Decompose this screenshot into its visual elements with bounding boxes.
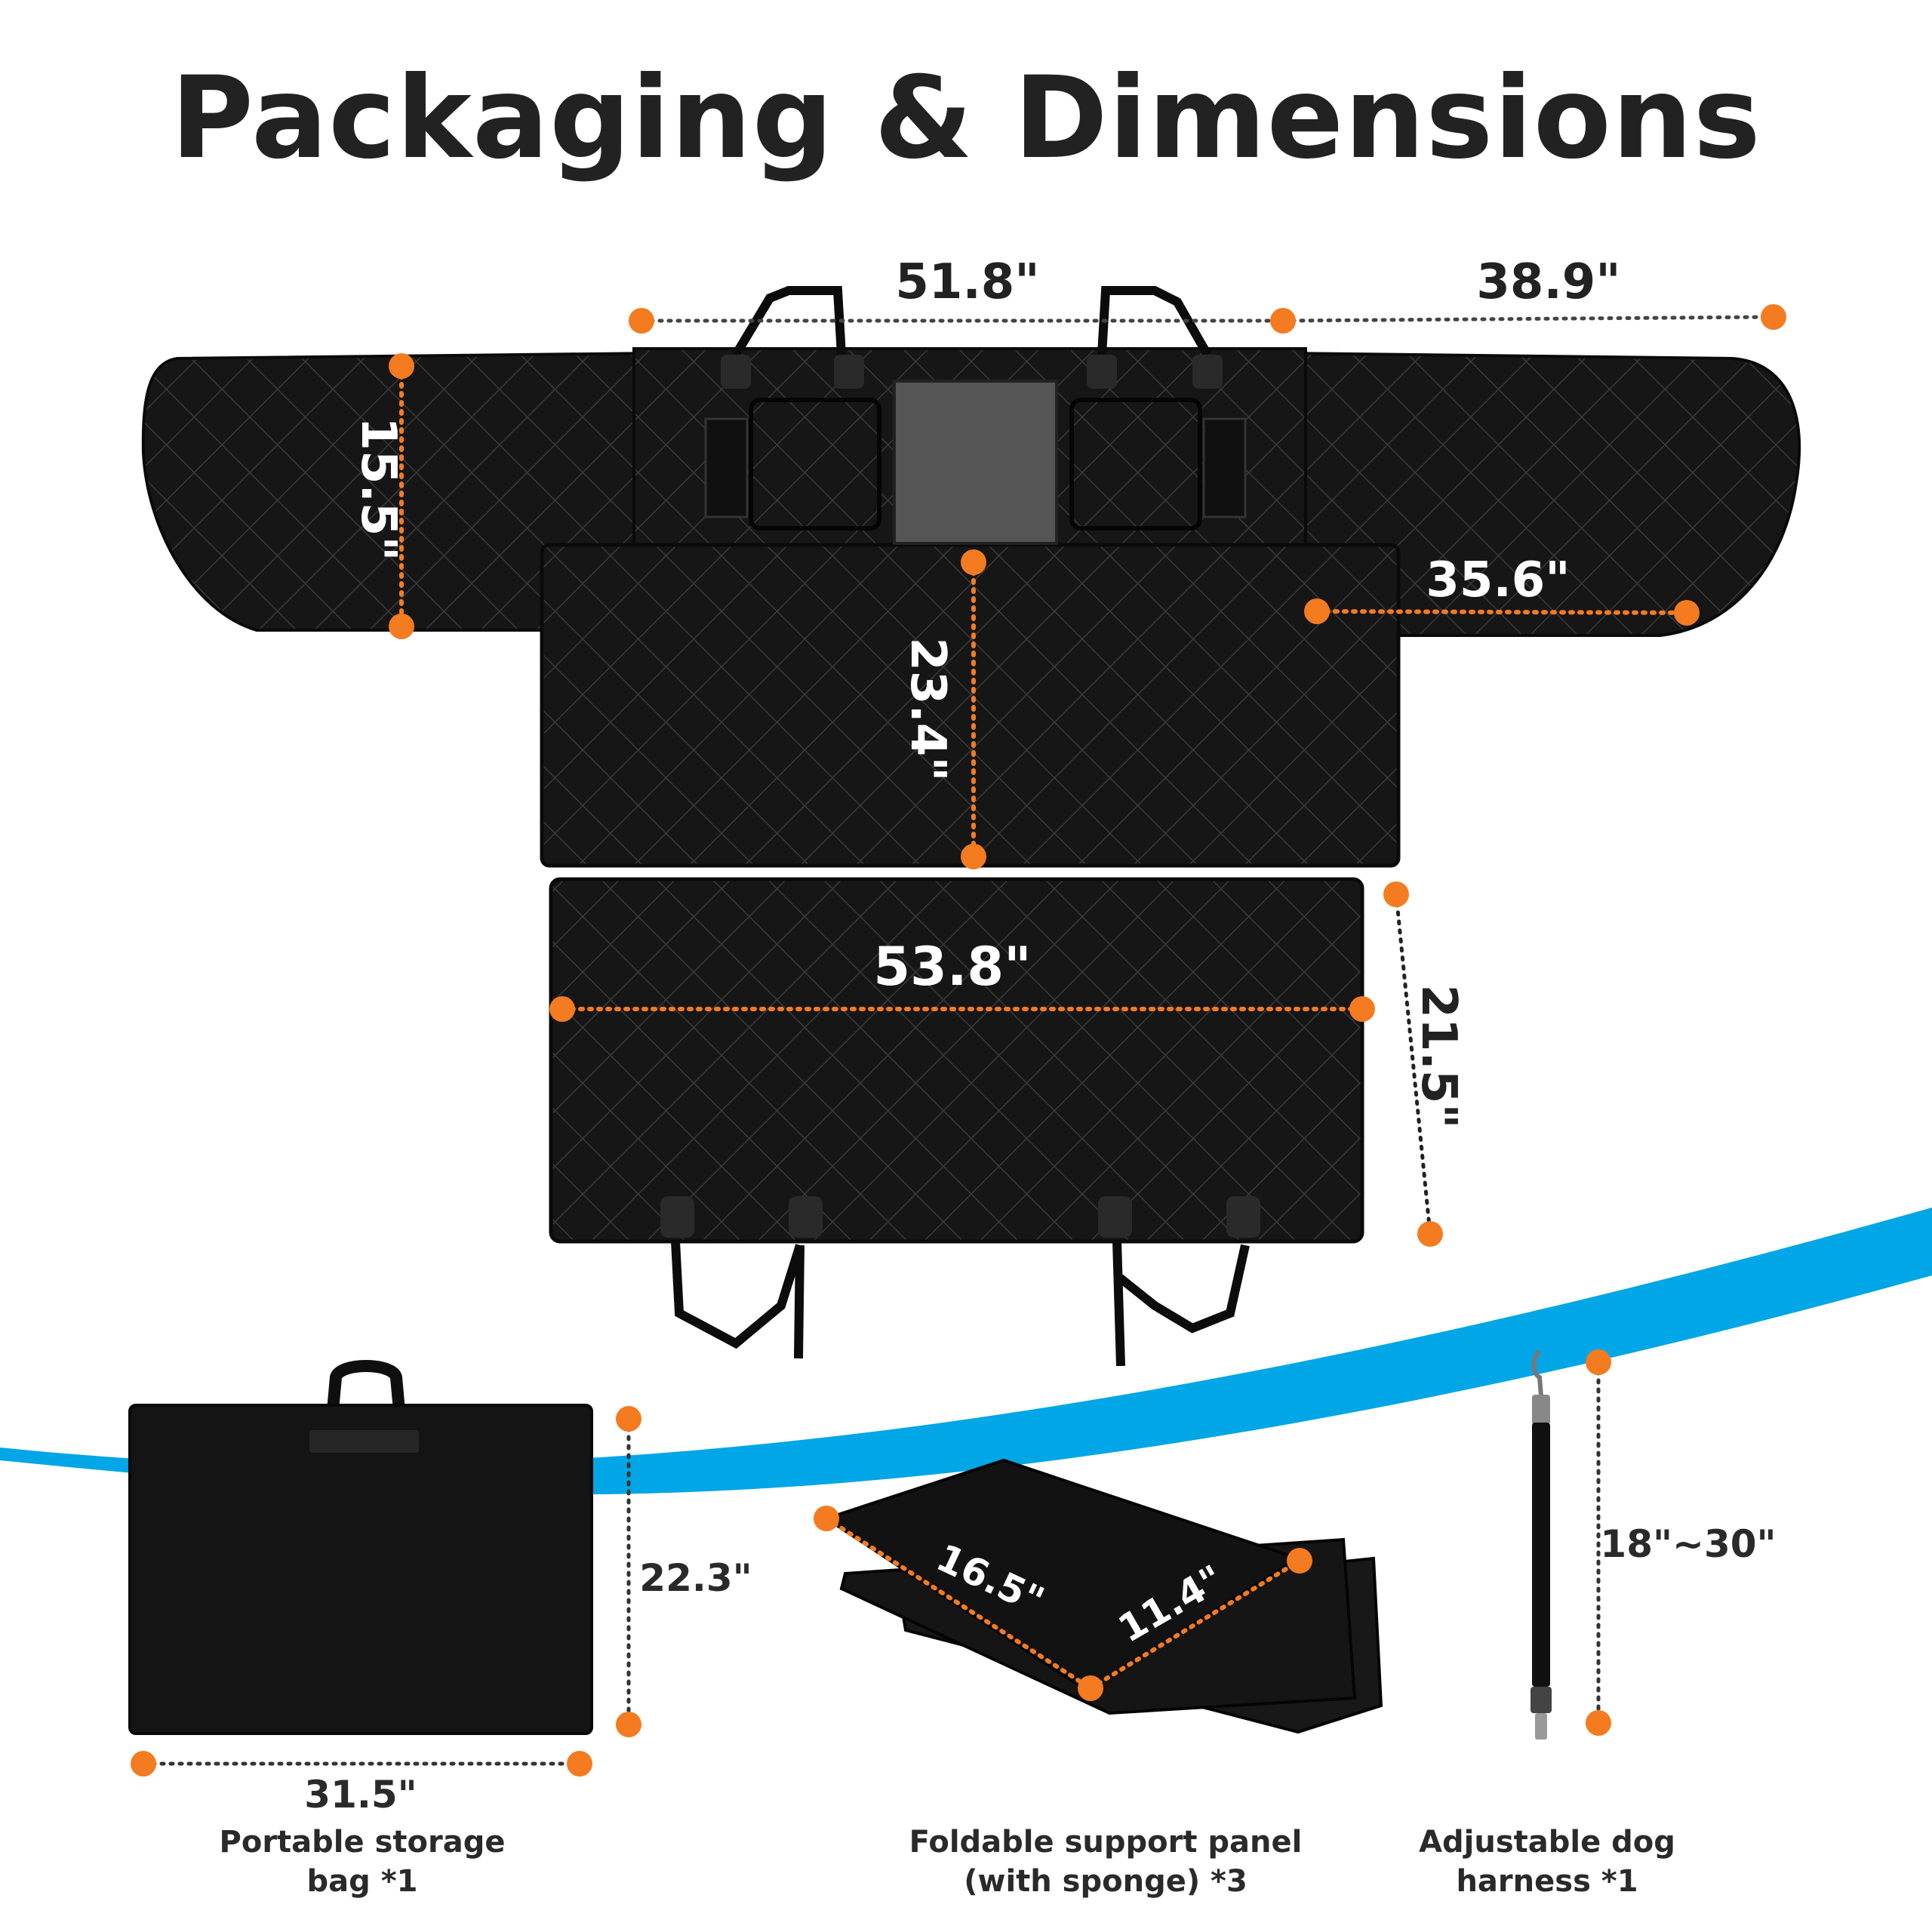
top-right-strap: [1097, 286, 1212, 357]
right-pocket: [1069, 398, 1202, 531]
dimension-dot: [1761, 304, 1786, 330]
dimension-dot: [549, 996, 575, 1022]
storage-bag: [128, 1360, 593, 1735]
caption-line: Foldable support panel: [909, 1825, 1303, 1860]
dimension-dot: [616, 1712, 641, 1737]
dimension-dot: [567, 1751, 592, 1777]
dimension-dot: [616, 1406, 641, 1432]
dimension-dot: [1586, 1710, 1611, 1736]
dimension-dot: [1417, 1221, 1443, 1247]
dimension-dot: [389, 614, 414, 639]
right-side-flap: [1281, 351, 1801, 637]
bottom-left-strap: [671, 1241, 804, 1349]
dog-harness: [1531, 1349, 1552, 1740]
harness-buckle-tongue: [1535, 1713, 1547, 1740]
harness-buckle: [1531, 1687, 1552, 1713]
bottom-right-strap: [1112, 1241, 1250, 1367]
dimension-dot: [961, 844, 986, 869]
harness-hook-icon: [1531, 1349, 1543, 1397]
dimension-dot: [814, 1506, 839, 1531]
dimension-dot: [1383, 881, 1409, 907]
dimension-dot: [1349, 996, 1375, 1022]
caption-dog-harness: Adjustable dog harness *1: [1381, 1823, 1713, 1901]
anchor-icon: [789, 1196, 823, 1238]
dim-seat-depth: 21.5": [1411, 984, 1466, 1128]
anchor-icon: [1087, 355, 1117, 389]
dimension-dot: [131, 1751, 156, 1777]
caption-line: harness *1: [1456, 1864, 1638, 1899]
seat-panel: [549, 877, 1364, 1244]
caption-line: bag *1: [306, 1864, 418, 1899]
anchor-icon: [834, 355, 864, 389]
dim-top-center: 51.8": [895, 254, 1039, 310]
dimension-dot: [1270, 308, 1296, 334]
dimension-markers: [389, 304, 1786, 1247]
dim-bag-height: 22.3": [639, 1556, 752, 1600]
mesh-window: [893, 380, 1058, 545]
caption-support-panel: Foldable support panel (with sponge) *3: [883, 1823, 1328, 1901]
caption-line: Adjustable dog: [1419, 1825, 1675, 1860]
dim-seat-width: 53.8": [873, 936, 1031, 998]
caption-line: (with sponge) *3: [964, 1864, 1247, 1899]
dim-harness-length: 18"~30": [1600, 1522, 1776, 1566]
dimension-dot: [1674, 600, 1700, 626]
bag-handle-patch: [309, 1430, 419, 1453]
right-bottle-pocket: [1202, 417, 1247, 518]
anchor-icon: [660, 1196, 694, 1238]
anchor-icon: [1098, 1196, 1132, 1238]
page-title: Packaging & Dimensions: [171, 53, 1761, 184]
bag-handle: [326, 1360, 406, 1420]
backrest-panel: [540, 543, 1401, 868]
left-bottle-pocket: [704, 417, 749, 518]
dim-side-flap-height: 15.5": [350, 417, 406, 561]
dimension-dot: [1287, 1548, 1312, 1574]
bottom-left-strap-tail: [794, 1244, 804, 1359]
anchor-icon: [721, 355, 751, 389]
left-pocket: [749, 398, 881, 531]
caption-line: Portable storage: [219, 1825, 506, 1860]
dimension-dot: [389, 353, 414, 379]
dimension-dot: [961, 549, 986, 575]
dim-side-flap-width: 35.6": [1426, 552, 1570, 608]
harness-strap: [1532, 1423, 1550, 1687]
bag-body: [128, 1404, 593, 1735]
dimension-dot: [629, 308, 654, 334]
dim-back-height: 23.4": [900, 637, 955, 781]
anchor-icon: [1192, 355, 1223, 389]
support-panels: [823, 1458, 1383, 1734]
dimension-dot: [1078, 1675, 1103, 1701]
dim-top-side: 38.9": [1476, 254, 1620, 310]
harness-clip: [1532, 1395, 1550, 1425]
dimension-dot: [1304, 598, 1330, 624]
caption-storage-bag: Portable storage bag *1: [174, 1823, 551, 1901]
top-left-strap: [731, 286, 846, 358]
dimension-dot: [1586, 1349, 1611, 1375]
dim-bag-width: 31.5": [304, 1773, 417, 1817]
seat-cover: [141, 286, 1801, 1367]
anchor-icon: [1226, 1196, 1260, 1238]
